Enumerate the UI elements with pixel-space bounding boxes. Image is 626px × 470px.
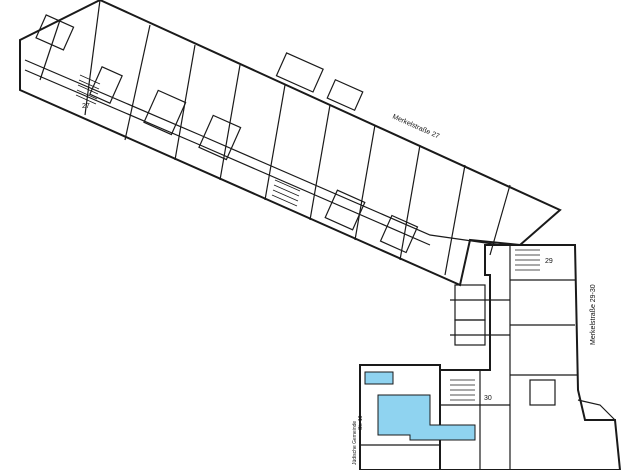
street-label-juedische-gemeinde-sub: Str. 16 [358,415,364,430]
building-number-30: 30 [484,395,492,402]
building-number-27: 27 [82,103,90,110]
wing-27-outline [19,0,562,287]
street-label-juedische-gemeinde: Jüdische Gemeinde [352,421,358,465]
highlighted-area [364,371,476,441]
street-label-merkelstrasse-29-30: Merkelstraße 29-30 [590,284,597,345]
stairs-29 [450,249,540,401]
stairs-27 [75,74,301,207]
wing-27-rooms [24,0,511,276]
wing-29-30-rooms [360,245,616,470]
wing-29-30-outline [359,244,622,470]
building-number-29: 29 [545,258,553,265]
